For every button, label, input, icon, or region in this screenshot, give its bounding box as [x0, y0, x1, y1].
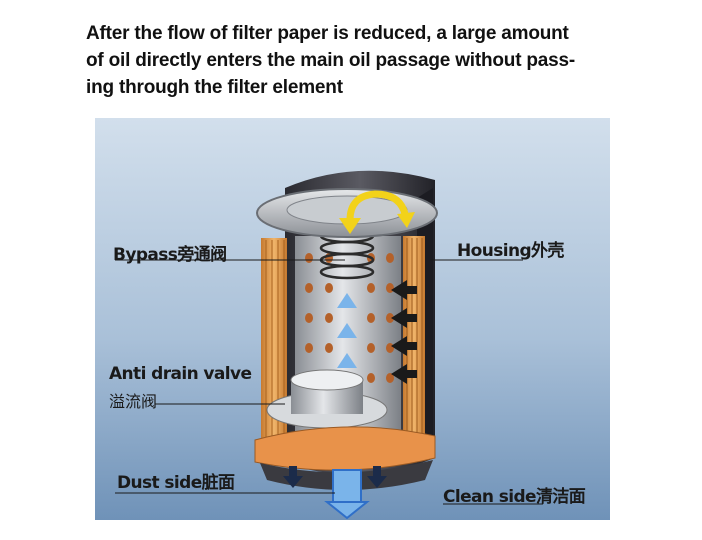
dust-side-arrows	[283, 466, 387, 488]
clean-side-outlet	[332, 469, 362, 505]
inflow-arrows	[391, 280, 417, 384]
base-gasket	[254, 426, 436, 471]
oil-filter-cutaway-figure: Bypass旁通阀 Housing外壳 Anti drain valve 溢流阀…	[95, 118, 610, 520]
caption: After the flow of filter paper is reduce…	[86, 20, 626, 101]
caption-line-1: After the flow of filter paper is reduce…	[86, 23, 569, 44]
dust-side-label: Dust side脏面	[117, 473, 235, 493]
anti-drain-valve-cn-label: 溢流阀	[109, 392, 158, 411]
caption-line-2: of oil directly enters the main oil pass…	[86, 50, 576, 71]
bypass-flow-arrow	[346, 190, 409, 221]
clean-side-label: Clean side清洁面	[443, 487, 586, 507]
leader-lines	[115, 259, 543, 505]
anti-drain-valve-label: Anti drain valve	[109, 364, 252, 384]
oil-filter-illustration	[95, 118, 610, 520]
bypass-label: Bypass旁通阀	[113, 245, 227, 265]
housing-label: Housing外壳	[457, 241, 564, 261]
caption-line-3: ing through the filter element	[86, 77, 343, 98]
